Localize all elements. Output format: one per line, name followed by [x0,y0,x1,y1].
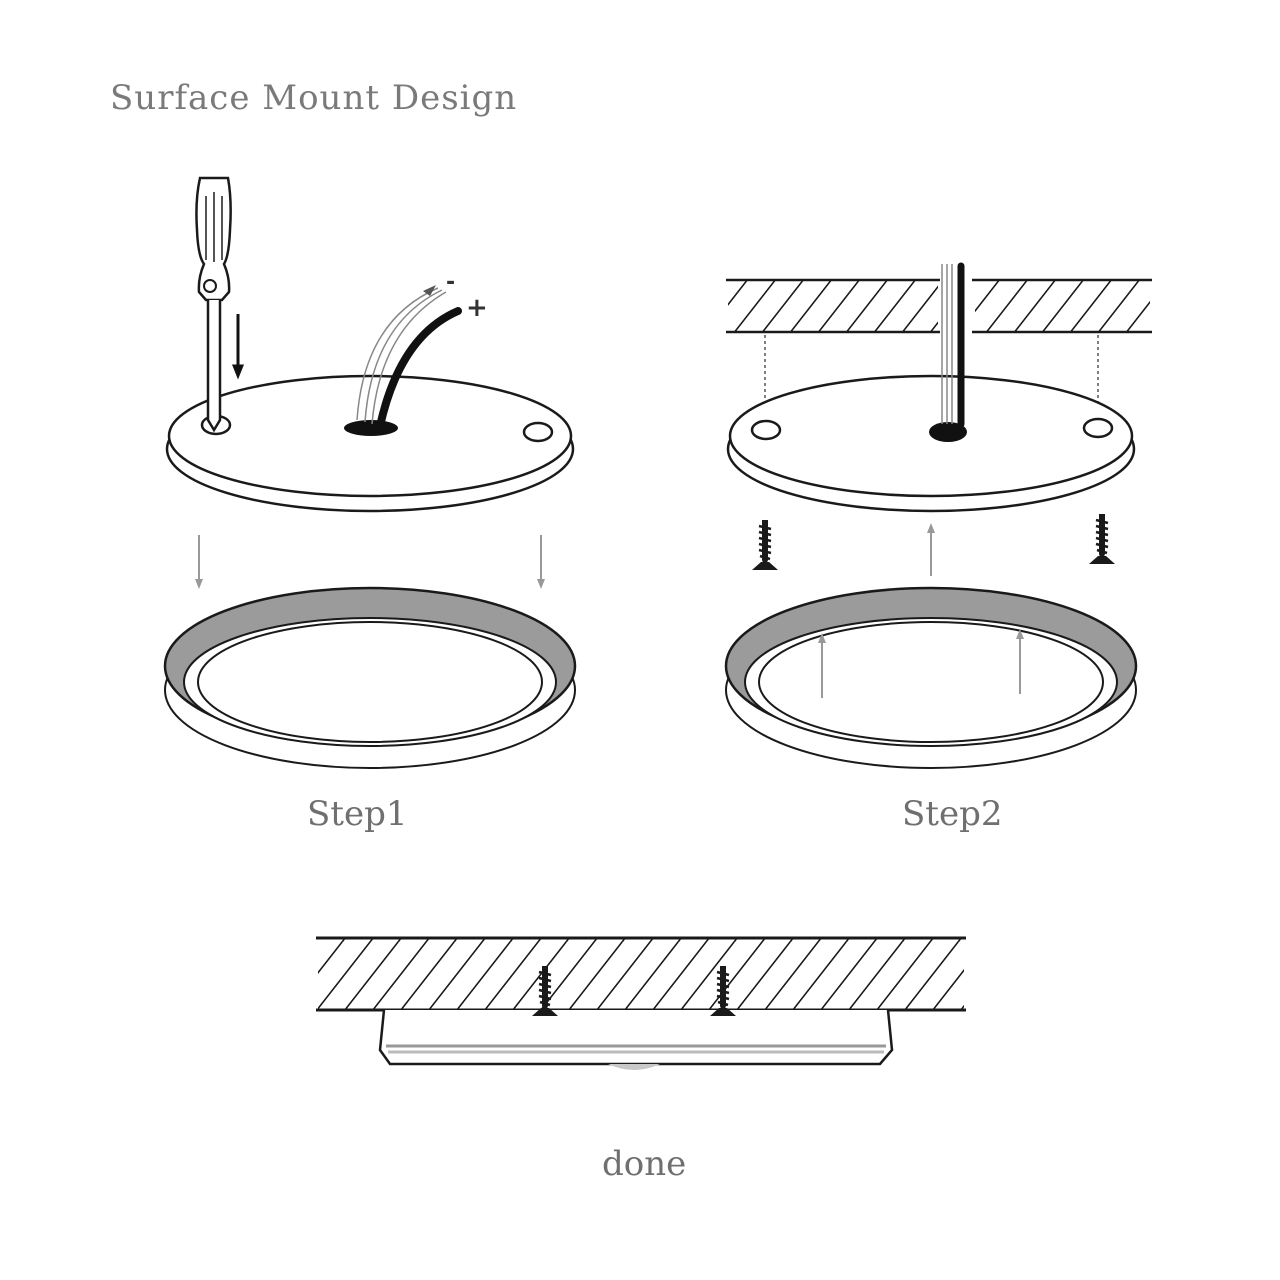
step1-screw-hole-right [522,421,554,443]
step2-screw-hole-right [1082,417,1114,439]
done-label: done [602,1144,687,1184]
step1-wires: - + [356,270,488,430]
done-ceiling [316,936,966,1012]
screw-icon [750,518,780,572]
screwdriver-icon [195,176,232,433]
step1-mounting-plate [165,374,575,513]
step1-light-ring [163,586,577,769]
step2-screw-hole-left [750,419,782,441]
step2-label: Step2 [902,794,1003,834]
step2-ceiling [726,278,1152,334]
positive-label: + [466,293,488,323]
step2-mounting-plate [726,374,1136,513]
step1-label: Step1 [307,794,408,834]
negative-label: - [446,270,455,295]
step2-wires [941,262,965,428]
step1-wire-hole [344,420,398,436]
done-mounted-fixture [378,1009,894,1070]
step2-wire-hole [929,422,967,442]
diagram-title: Surface Mount Design [110,78,518,118]
done-illustration [316,936,966,1070]
screw-icon [1087,512,1117,566]
step2-light-ring [724,586,1138,769]
step2-illustration [724,262,1152,769]
step1-illustration: - + [163,176,577,769]
